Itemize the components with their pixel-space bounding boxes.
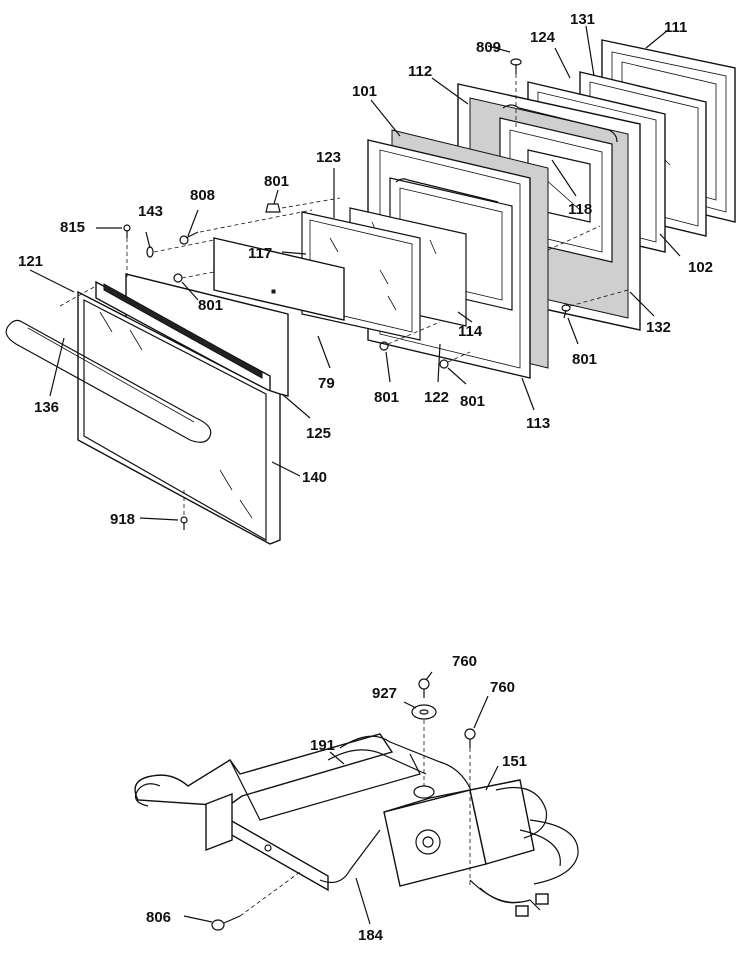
label-801-a: 801: [264, 173, 289, 190]
label-102: 102: [688, 259, 713, 276]
label-118: 118: [568, 201, 592, 218]
part-151-motor: [383, 779, 579, 917]
part-121-trim: [95, 280, 271, 394]
label-113: 113: [526, 415, 550, 432]
label-927: 927: [372, 685, 397, 702]
alignment-lines-top: [59, 74, 629, 518]
label-132: 132: [646, 319, 671, 336]
label-760-a: 760: [452, 653, 477, 670]
label-760-b: 760: [490, 679, 515, 696]
part-140-front-panel: [77, 290, 281, 545]
part-801-screw-b: [173, 273, 183, 283]
part-808-screw: [179, 231, 199, 245]
label-191: 191: [310, 737, 335, 754]
label-112: 112: [408, 63, 432, 80]
part-760-screw-b: [464, 728, 476, 748]
label-125: 125: [306, 425, 331, 442]
part-918-screw: [180, 516, 188, 530]
label-184: 184: [358, 927, 384, 944]
part-815-screw: [123, 224, 131, 238]
label-151: 151: [502, 753, 527, 770]
part-801-screw-e: [439, 359, 449, 369]
label-918: 918: [110, 511, 135, 528]
part-801-screw-c: [561, 304, 571, 319]
part-801-screw-a: [265, 203, 281, 213]
part-labels: 111 131 809 124 112 101 118 102 123 801 …: [18, 11, 713, 944]
part-806-screw: [211, 915, 241, 931]
label-815: 815: [60, 219, 85, 236]
label-143: 143: [138, 203, 163, 220]
label-140: 140: [302, 469, 327, 486]
label-101: 101: [352, 83, 377, 100]
part-760-screw-a: [418, 678, 430, 698]
label-117: 117: [248, 245, 272, 262]
label-131: 131: [570, 11, 595, 28]
label-809: 809: [476, 39, 501, 56]
label-801-c: 801: [572, 351, 597, 368]
label-801-d: 801: [374, 389, 399, 406]
part-143-washer: [146, 246, 154, 258]
label-114: 114: [458, 323, 483, 340]
label-801-b: 801: [198, 297, 223, 314]
part-79-bracket: [213, 237, 345, 321]
part-809-screw: [510, 58, 522, 74]
leader-lines-bottom: [183, 671, 499, 925]
label-123: 123: [316, 149, 341, 166]
label-79: 79: [318, 375, 335, 392]
leader-lines-top: [29, 25, 681, 521]
part-136-handle: [5, 319, 212, 443]
label-136: 136: [34, 399, 59, 416]
part-801-screw-d: [379, 341, 389, 351]
part-927-washer: [411, 704, 437, 720]
label-808: 808: [190, 187, 215, 204]
label-122: 122: [424, 389, 449, 406]
label-124: 124: [530, 29, 556, 46]
part-191-latch-arm: [134, 733, 481, 821]
label-806: 806: [146, 909, 171, 926]
label-111: 111: [664, 19, 687, 36]
label-801-e: 801: [460, 393, 485, 410]
alignment-lines-bottom: [239, 720, 471, 917]
label-121: 121: [18, 253, 43, 270]
part-184-bracket: [205, 792, 381, 892]
